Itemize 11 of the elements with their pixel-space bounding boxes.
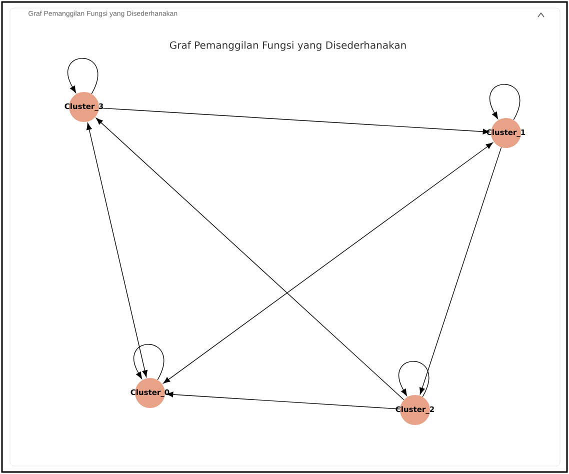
arrow bbox=[163, 142, 493, 384]
arrow bbox=[166, 392, 400, 410]
arrow bbox=[490, 84, 520, 120]
arrow bbox=[68, 58, 98, 94]
arrow bbox=[98, 108, 490, 134]
chart-title: Graf Pemanggilan Fungsi yang Disederhanakan bbox=[170, 41, 406, 51]
arrow bbox=[420, 147, 502, 395]
arrow bbox=[134, 344, 164, 380]
arrow bbox=[86, 122, 148, 378]
arrow bbox=[96, 118, 404, 400]
arrow bbox=[398, 361, 430, 398]
